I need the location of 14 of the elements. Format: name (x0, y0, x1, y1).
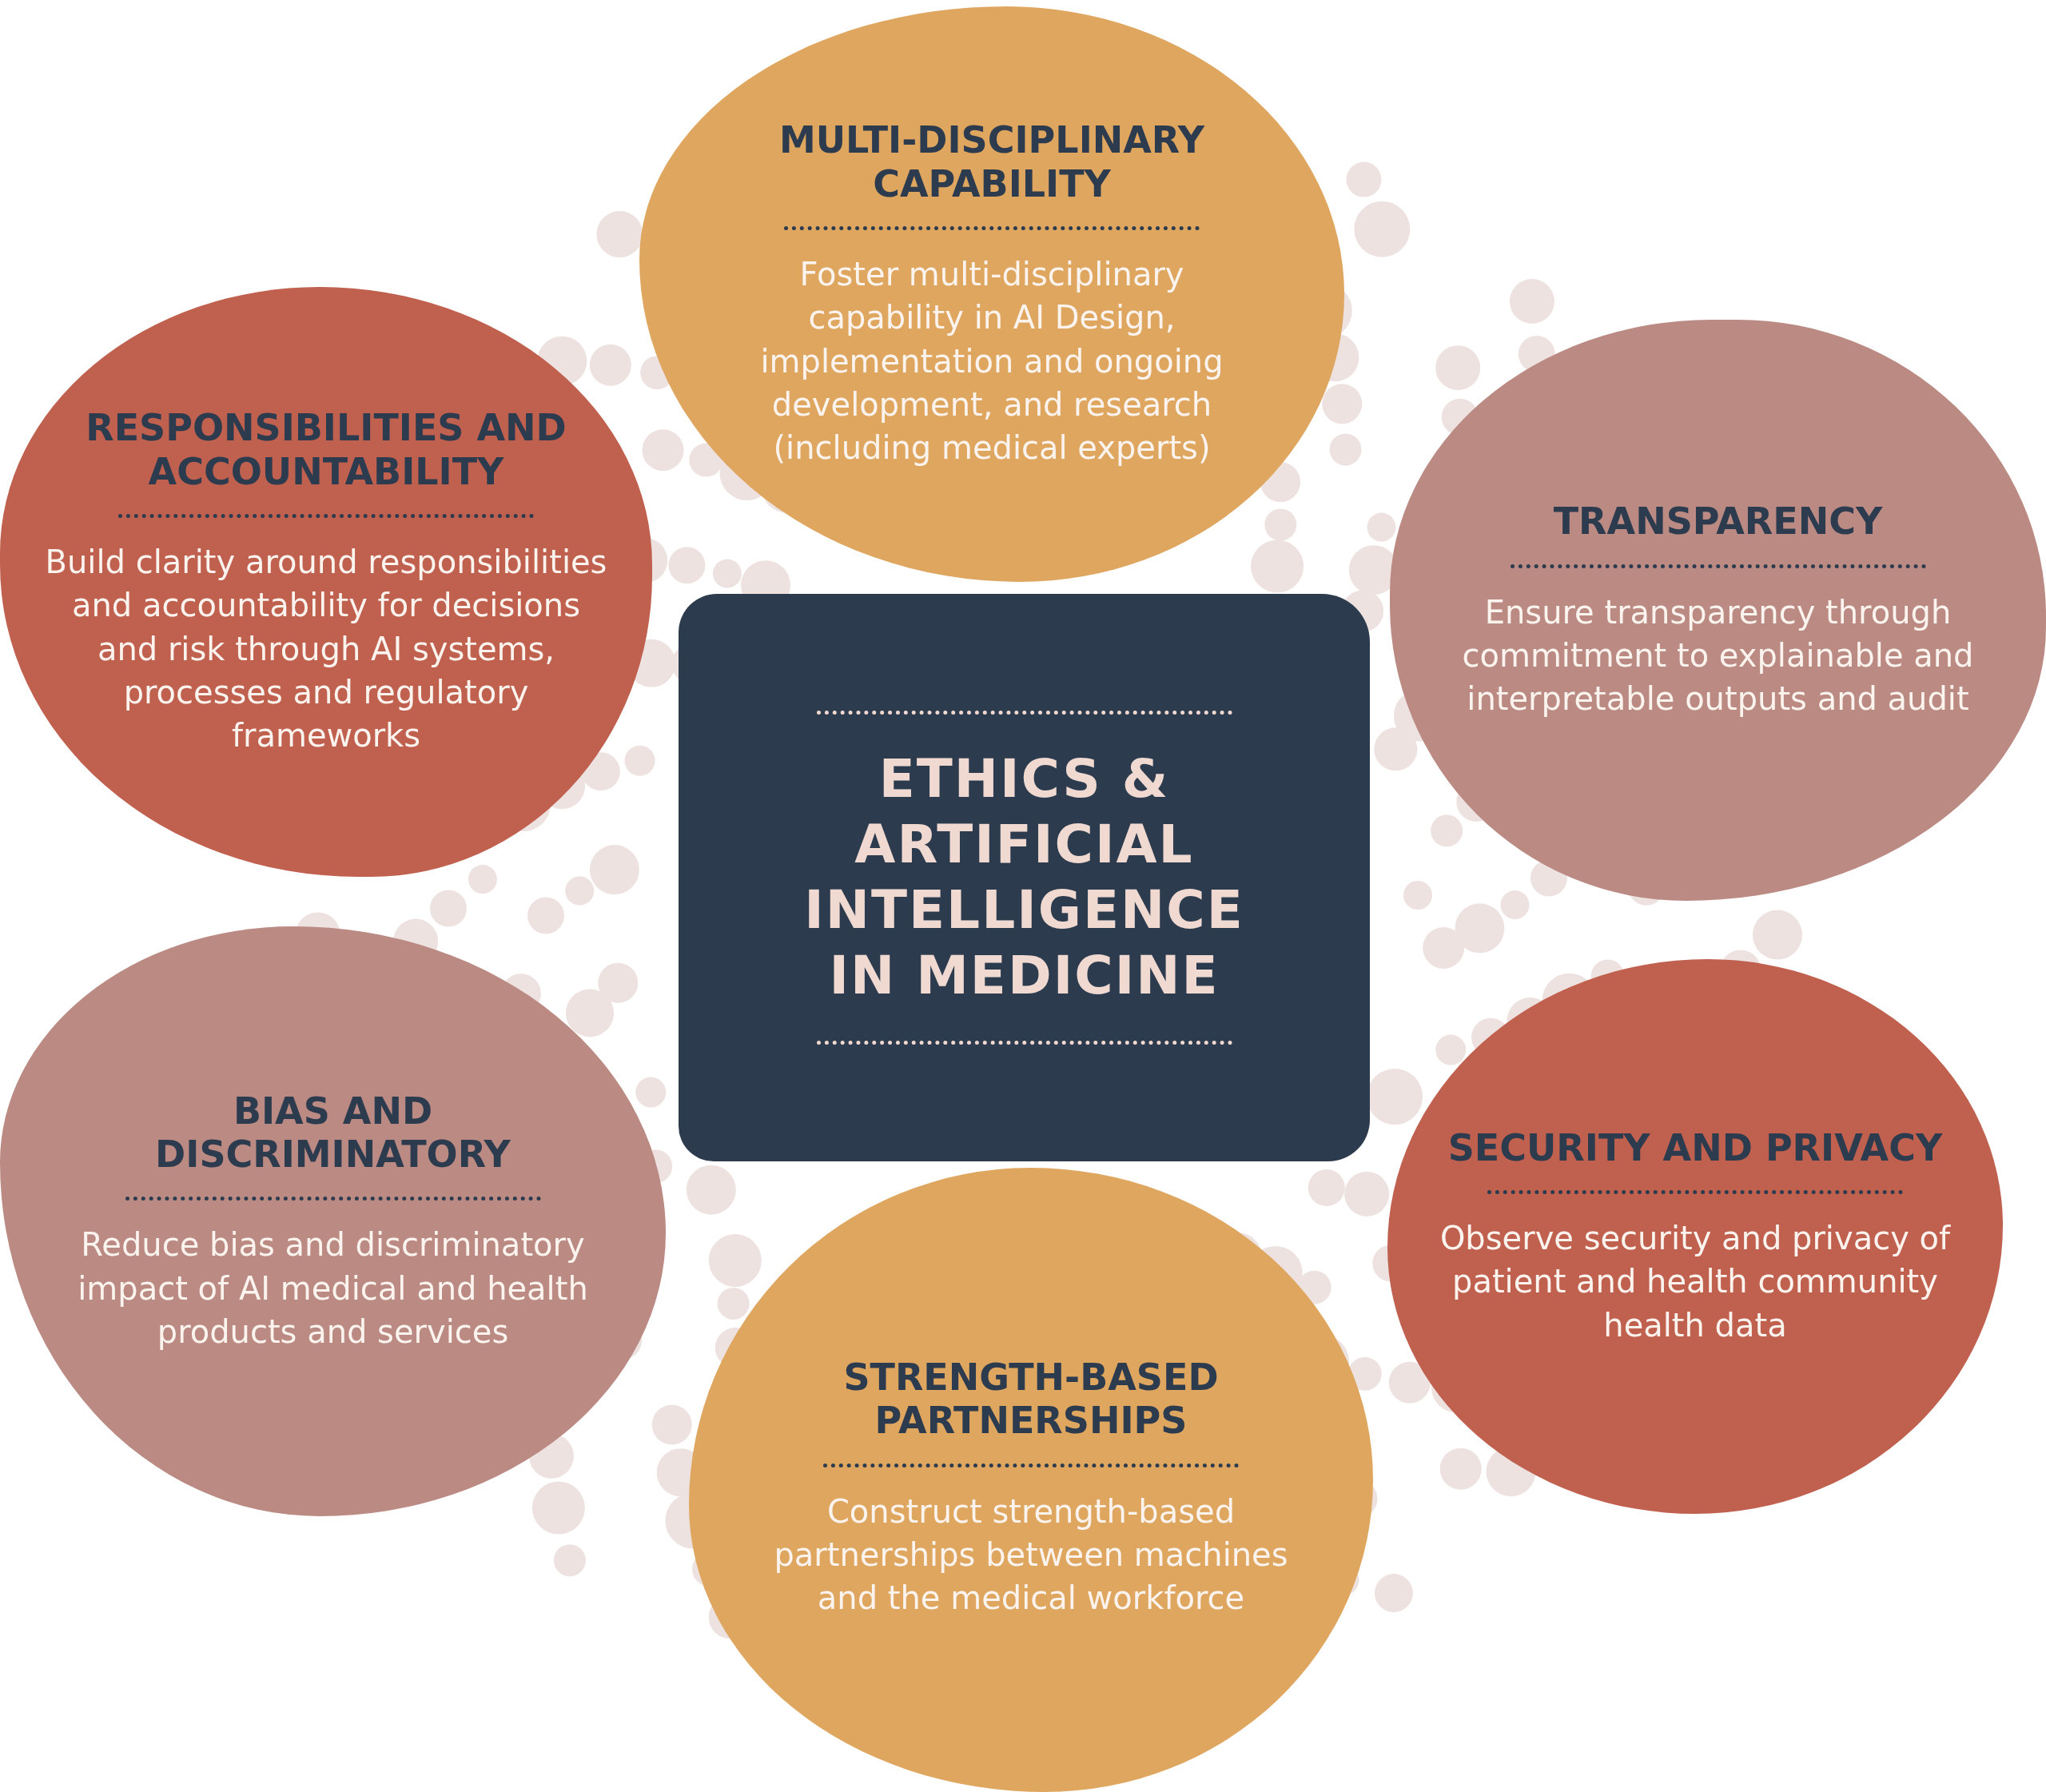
blob-description: Construct strength-based partnerships between machines and the medical workforce (773, 1491, 1289, 1619)
blob-description: Ensure transparency through commitment to explainable and interpretable outputs and audit (1461, 592, 1975, 719)
blob-heading: BIAS AND DISCRIMINATORY (154, 1089, 512, 1177)
blob-description: Foster multi-disciplinary capability in AI Design, implementation and ongoing development, and research (including medical experts) (759, 254, 1224, 468)
blob-description: Reduce bias and discriminatory impact of AI medical and health products and services (77, 1225, 589, 1352)
blob-description: Observe security and privacy of patient and health community health data (1439, 1219, 1952, 1345)
center-card (679, 594, 1370, 1161)
center-title: ETHICS & ARTIFICIAL INTELLIGENCE IN MEDICINE (803, 747, 1245, 1008)
blob-heading: STRENGTH-BASED PARTNERSHIPS (842, 1356, 1220, 1443)
blob-heading: TRANSPARENCY (1553, 500, 1883, 544)
blob-description: Build clarity around responsibilities and accountability for decisions and risk through AI systems, processes and regulatory frameworks (44, 542, 608, 756)
blob-heading: SECURITY AND PRIVACY (1447, 1125, 1943, 1170)
blob-heading: MULTI-DISCIPLINARY CAPABILITY (778, 118, 1206, 205)
blob-heading: RESPONSIBILITIES AND ACCOUNTABILITY (85, 406, 567, 493)
